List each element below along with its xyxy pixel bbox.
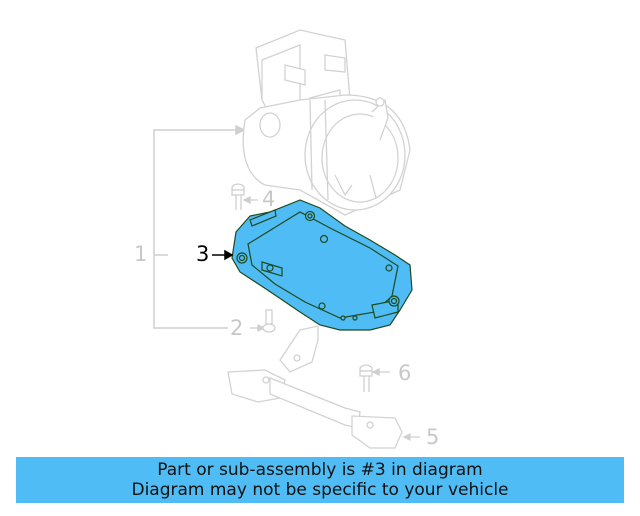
callout-label-6[interactable]: 6 bbox=[398, 361, 412, 385]
bolt-4-drawing bbox=[231, 183, 258, 210]
callout-label-3[interactable]: 3 bbox=[196, 242, 210, 266]
callout-label-1[interactable]: 1 bbox=[134, 242, 148, 266]
banner-line-part-number: Part or sub-assembly is #3 in diagram bbox=[157, 460, 483, 480]
mount-crossmember-drawing bbox=[227, 325, 420, 449]
callout-label-4[interactable]: 4 bbox=[262, 187, 276, 211]
bolt-6-drawing bbox=[359, 364, 390, 392]
info-banner: Part or sub-assembly is #3 in diagram Di… bbox=[16, 457, 624, 503]
compressor-drawing bbox=[242, 29, 411, 216]
banner-line-disclaimer: Diagram may not be specific to your vehi… bbox=[131, 480, 509, 500]
callout-label-2[interactable]: 2 bbox=[230, 316, 244, 340]
callout-3-arrow bbox=[212, 249, 234, 261]
callout-label-5[interactable]: 5 bbox=[426, 425, 440, 449]
part-3-bracket-plate bbox=[231, 199, 413, 331]
bolt-2-drawing bbox=[250, 309, 276, 333]
callout-1-bracket bbox=[153, 124, 246, 329]
